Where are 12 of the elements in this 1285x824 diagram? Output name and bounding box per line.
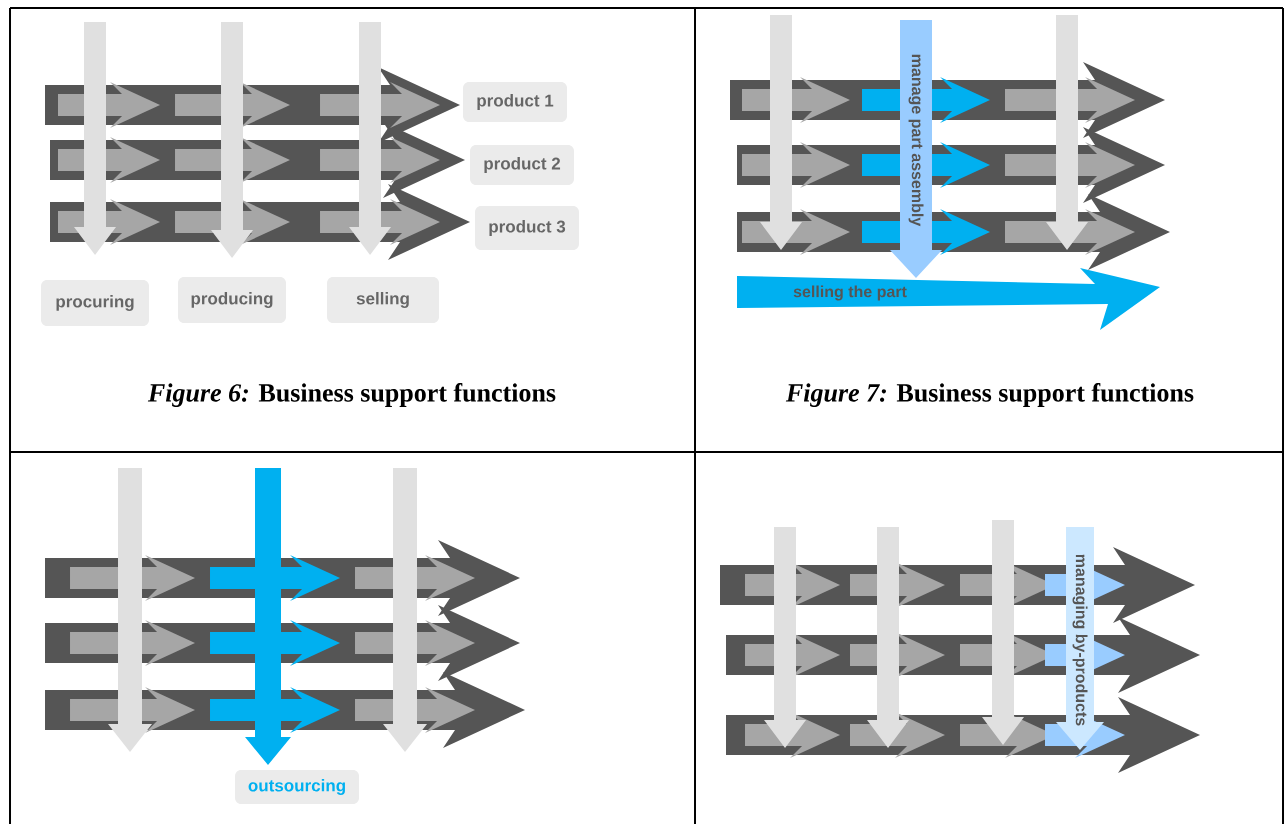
label-box: product 1 [463,82,567,122]
arrow-label: manage part assembly [908,54,924,227]
label-box: selling [327,277,439,323]
arrow-label: selling the part [793,285,907,301]
figure-caption: Figure 6: Business support functions [147,383,556,407]
arrow-label: managing by-products [1072,554,1088,726]
label-box: procuring [41,280,149,326]
label-box: product 3 [475,206,579,250]
label-box: outsourcing [235,770,359,804]
figure-caption: Figure 7: Business support functions [785,383,1194,407]
label-box: producing [178,277,286,323]
label-box: product 2 [470,145,574,185]
